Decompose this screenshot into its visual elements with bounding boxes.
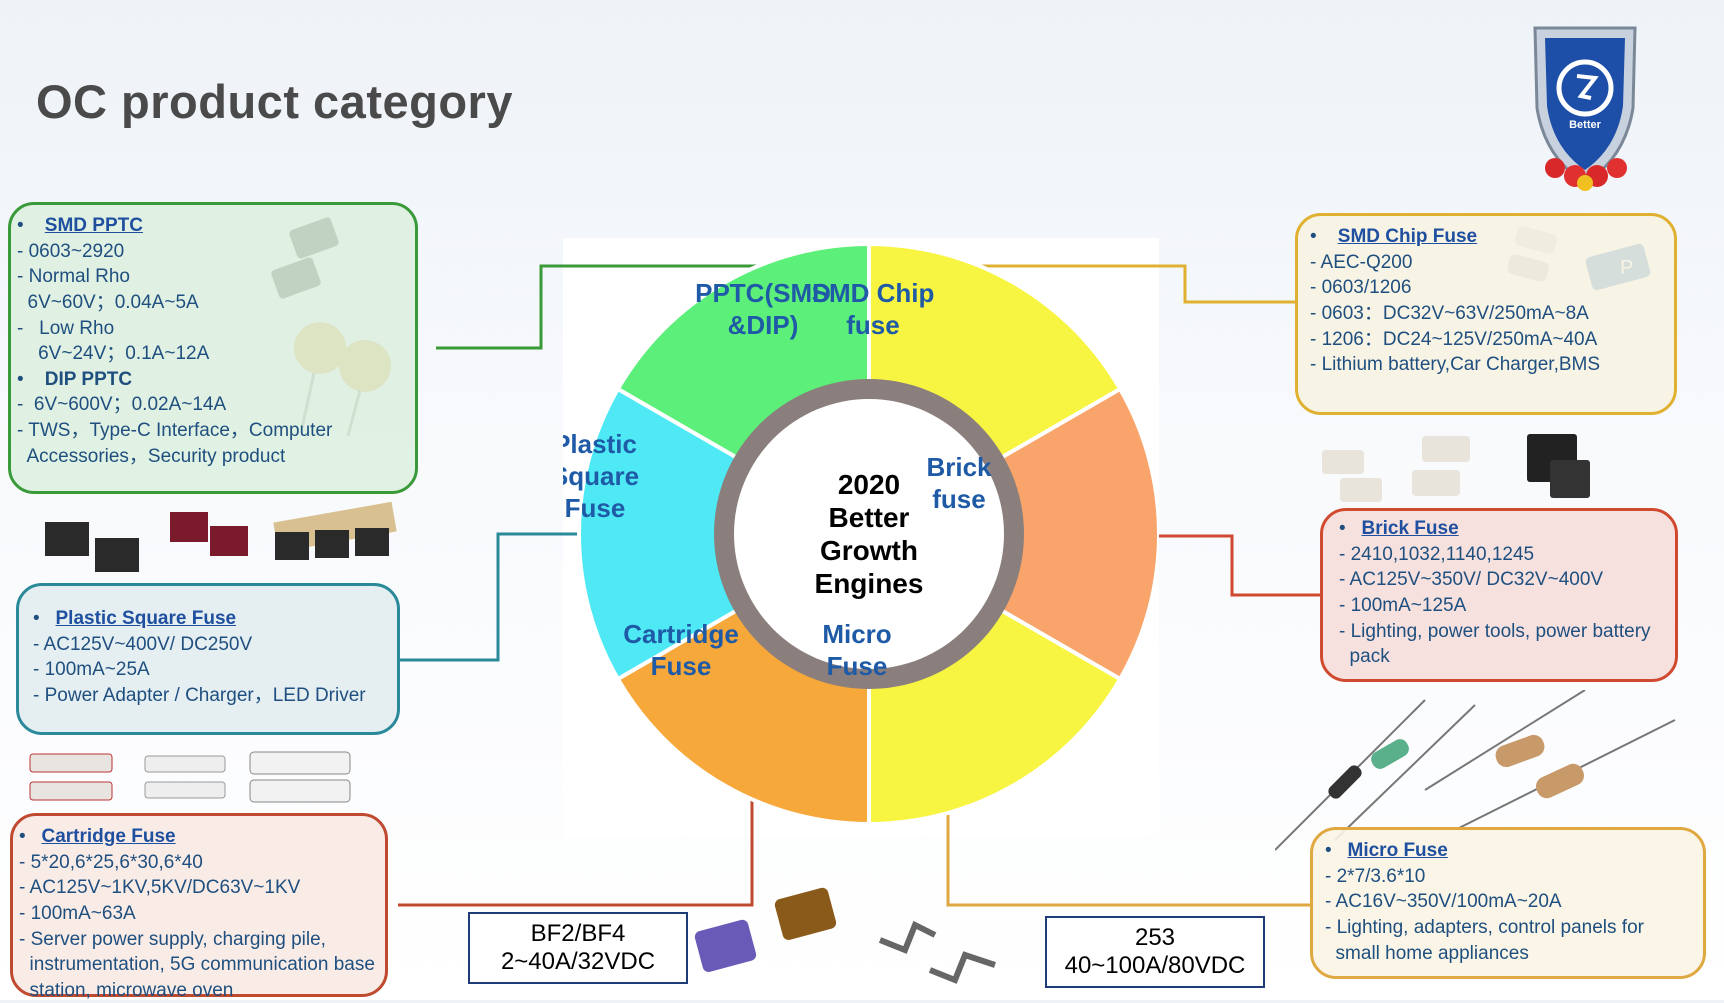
plastic-spec-line: - AC125V~400V/ DC250V [33,633,253,655]
plastic-heading: Plastic Square Fuse [55,608,237,629]
dip-pptc-spec-line: - TWS，Type-C Interface，Computer [17,420,333,442]
cartridge-spec-line: station, microwave oven [19,979,234,1001]
brick-fuse-image [1322,434,1590,502]
cartridge-connector [398,760,754,907]
pptc-spec-line: 6V~24V；0.1A~12A [17,343,210,365]
chip-spec-line: - AEC-Q200 [1310,251,1413,273]
brick-spec-line: - Lighting, power tools, power battery [1339,620,1651,642]
logo-text: Better [1569,119,1602,131]
pptc-info-box: • SMD PPTC - 0603~2920 - Normal Rho 6V~60… [8,202,418,494]
wheel-segment-label: fuse [846,310,899,340]
wheel-segment-label: Brick [926,452,992,482]
plastic-info-box: • Plastic Square Fuse - AC125V~400V/ DC2… [16,583,400,735]
plastic-connector [400,532,600,662]
chip-spec-line: - 0603：DC32V~63V/250mA~8A [1310,302,1589,324]
wheel-segment-label: Square [563,461,639,491]
pptc-spec-line: 6V~60V；0.04A~5A [17,291,199,313]
dip-pptc-spec-line: - 6V~600V；0.02A~14A [17,394,227,416]
wheel-segment-label: Micro [822,619,891,649]
dip-pptc-heading: DIP PPTC [44,368,133,390]
brick-spec-line: - 100mA~125A [1339,594,1467,616]
dip-pptc-spec-line: Accessories，Security product [17,445,286,467]
brick-spec-line: pack [1339,646,1390,668]
micro-spec-line: - 2*7/3.6*10 [1325,865,1426,887]
blade-fuse-image [694,887,837,972]
wheel-center [734,399,1004,669]
micro-info-box: • Micro Fuse - 2*7/3.6*10- AC16V~350V/10… [1310,827,1706,979]
micro-spec-line: - AC16V~350V/100mA~20A [1325,891,1562,913]
micro-fuse-image [1275,690,1676,851]
brick-spec-line: - AC125V~350V/ DC32V~400V [1339,569,1604,591]
pptc-spec-line: - 0603~2920 [17,240,125,262]
pptc-heading: SMD PPTC [44,215,143,236]
cartridge-spec-line: - AC125V~1KV,5KV/DC63V~1KV [19,877,301,899]
cartridge-spec-line: instrumentation, 5G communication base [19,954,375,976]
pptc-spec-line: - Low Rho [17,317,115,339]
chip-heading: SMD Chip Fuse [1337,226,1478,247]
cartridge-spec-line: - 100mA~63A [19,902,136,924]
plastic-square-fuse-image [45,501,397,572]
253-spec-name: 253 [1134,924,1176,951]
wheel-segment-label: Fuse [565,493,626,523]
wheel-segment-label: Cartridge [623,619,739,649]
micro-heading: Micro Fuse [1347,840,1448,861]
253-fuse-image [878,920,996,984]
center-line: Better [829,502,910,533]
dip-pptc-heading-row: • DIP PPTC [17,368,133,390]
chip-spec-line: - 1206：DC24~125V/250mA~40A [1310,328,1598,350]
wheel-segment-label: SMD Chip [812,278,935,308]
cartridge-fuse-image [29,751,351,803]
brick-info-box: • Brick Fuse - 2410,1032,1140,1245- AC12… [1320,508,1678,682]
center-line: 2020 [838,469,900,500]
cartridge-spec-line: - Server power supply, charging pile, [19,928,326,950]
brick-connector [1158,534,1320,597]
micro-spec-line: small home appliances [1325,942,1529,964]
cartridge-spec-line: - 5*20,6*25,6*30,6*40 [19,851,203,873]
bf-spec-name: BF2/BF4 [530,920,626,947]
wheel-segment-label: Plastic [563,429,637,459]
wheel-segment-label: PPTC(SMD [695,278,831,308]
253-spec-rating: 40~100A/80VDC [1064,951,1246,979]
brick-spec-line: - 2410,1032,1140,1245 [1339,543,1535,565]
page-title: OC product category [36,75,513,128]
chip-spec-line: - 0603/1206 [1310,277,1412,299]
wheel-segment-label: &DIP) [728,310,799,340]
micro-spec-line: - Lighting, adapters, control panels for [1325,916,1644,938]
bf-spec-rating: 2~40A/32VDC [500,947,656,975]
plastic-spec-line: - Power Adapter / Charger，LED Driver [33,684,366,706]
cartridge-heading: Cartridge Fuse [41,826,176,847]
plastic-spec-line: - 100mA~25A [33,659,150,681]
cartridge-info-box: • Cartridge Fuse - 5*20,6*25,6*30,6*40- … [10,813,388,1001]
shield-logo-icon: Better [1533,26,1637,191]
wheel-segment-label: Fuse [827,651,888,681]
pptc-heading-row: • SMD PPTC [17,215,143,236]
brick-heading: Brick Fuse [1361,518,1459,539]
wheel-segment-label: Fuse [651,651,712,681]
pptc-spec-line: - Normal Rho [17,266,130,288]
bf-spec-box: BF2/BF4 2~40A/32VDC [468,912,688,984]
wheel-segment-label: fuse [932,484,985,514]
growth-wheel: 2020 Better Growth Engines PPTC(SMD&DIP)… [563,241,1159,827]
chip-spec-line: - Lithium battery,Car Charger,BMS [1310,354,1601,376]
253-spec-box: 253 40~100A/80VDC [1045,916,1265,988]
chip-info-box: • SMD Chip Fuse - AEC-Q200- 0603/1206- 0… [1295,213,1677,415]
center-line: Growth [820,535,918,566]
center-line: Engines [815,568,924,599]
